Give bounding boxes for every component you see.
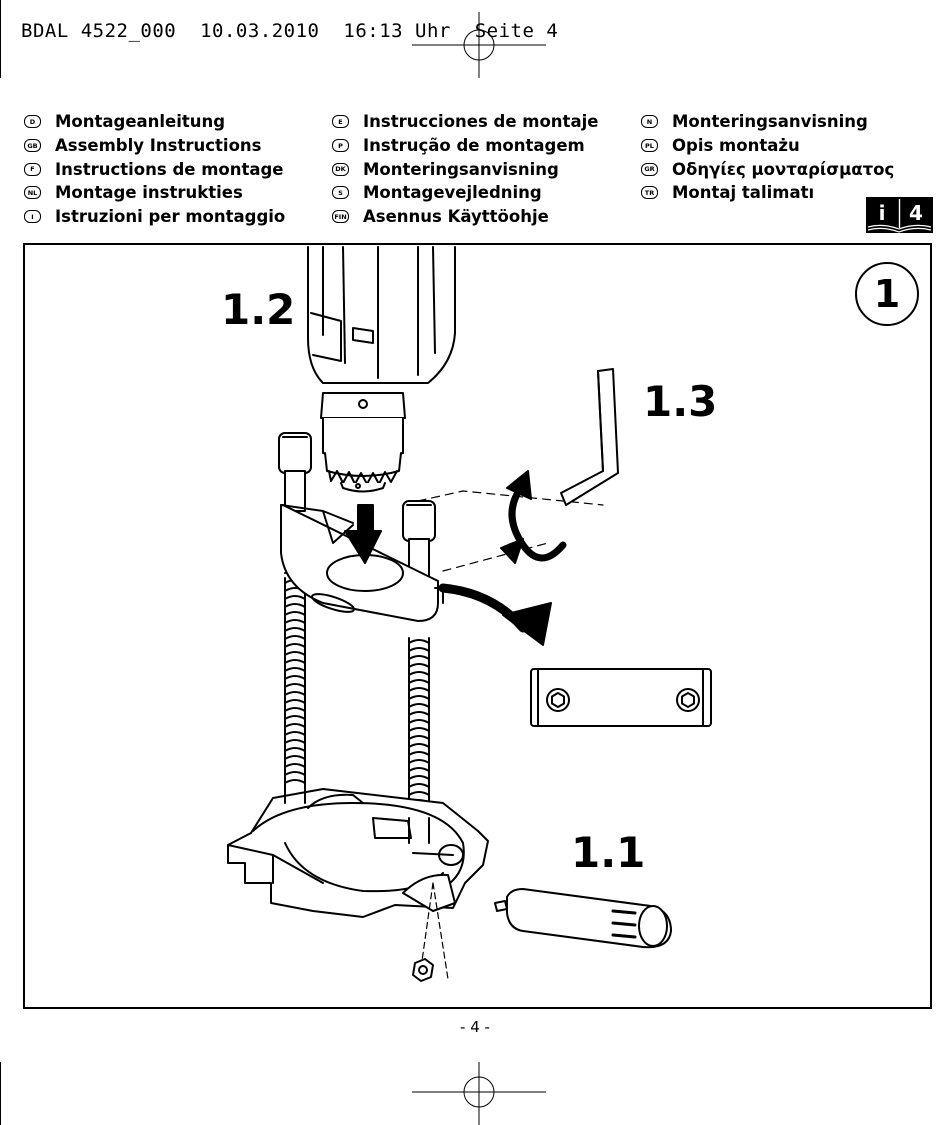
country-badge: I [24, 210, 41, 224]
mounting-plate-icon [530, 668, 712, 727]
print-header: BDAL 4522_000 10.03.2010 16:13 Uhr Seite… [21, 20, 558, 42]
language-list-col-3: N Monteringsanvisning PL Opis montażu GR Οδ… [641, 110, 894, 205]
language-text: Οδηγίες μονταρίσματος [672, 159, 895, 179]
info-book-icon: i 4 [866, 197, 933, 233]
nut-icon [412, 958, 434, 982]
country-badge: FIN [332, 210, 349, 224]
language-item: I Istruzioni per montaggio [24, 205, 285, 229]
language-text: Montagevejledning [363, 183, 542, 203]
language-list-col-1: D Montageanleitung GB Assembly Instruction… [24, 110, 285, 228]
alignment-dashed-line [417, 490, 604, 572]
language-text: Assembly Instructions [55, 136, 262, 156]
language-item: FIN Asennus Käyttöohje [332, 205, 598, 229]
language-item: F Instructions de montage [24, 157, 285, 181]
language-item: P Instrução de montagem [332, 134, 598, 158]
bolt-dashed-line [420, 882, 449, 980]
figure-number-badge: 1 [855, 262, 919, 326]
language-item: GR Οδηγίες μονταρίσματος [641, 157, 894, 181]
country-badge: N [641, 115, 658, 129]
language-item: NL Montage instrukties [24, 181, 285, 205]
language-item: GB Assembly Instructions [24, 134, 285, 158]
label-1-3: 1.3 [643, 377, 718, 426]
country-badge: NL [24, 186, 41, 200]
language-text: Monteringsanvisning [363, 159, 559, 179]
allen-key-icon [560, 368, 619, 506]
country-badge: F [24, 162, 41, 176]
language-text: Montageanleitung [55, 112, 226, 132]
drill-stand-illustration [227, 246, 712, 982]
country-badge: GB [24, 139, 41, 153]
language-text: Asennus Käyttöohje [363, 207, 549, 227]
language-text: Instrução de montagem [363, 136, 585, 156]
language-text: Istruzioni per montaggio [55, 207, 286, 227]
language-list-col-2: E Instrucciones de montaje P Instrução de … [332, 110, 598, 228]
language-item: D Montageanleitung [24, 110, 285, 134]
info-number: 4 [909, 201, 923, 225]
registration-mark-bottom-icon [412, 1062, 546, 1125]
country-badge: PL [641, 139, 658, 153]
language-text: Opis montażu [672, 136, 800, 156]
country-badge: E [332, 115, 349, 129]
language-text: Montaj talimatı [672, 183, 815, 203]
label-1-1: 1.1 [571, 828, 646, 877]
country-badge: S [332, 186, 349, 200]
base-icon [227, 787, 489, 918]
country-badge: TR [641, 186, 658, 200]
registration-mark-top-icon [412, 12, 546, 78]
info-letter: i [879, 201, 886, 225]
label-1-2: 1.2 [221, 285, 296, 334]
print-date: 10.03.2010 [200, 20, 320, 42]
figure-frame [23, 243, 932, 1009]
language-item: PL Opis montażu [641, 134, 894, 158]
language-item: TR Montaj talimatı [641, 181, 894, 205]
country-badge: P [332, 139, 349, 153]
country-badge: DK [332, 162, 349, 176]
language-text: Instructions de montage [55, 159, 284, 179]
doc-code: BDAL 4522_000 [21, 20, 177, 42]
down-arrow-icon [344, 504, 382, 564]
language-text: Instrucciones de montaje [363, 112, 599, 132]
page-number: - 4 - [460, 1018, 490, 1036]
left-thread-icon [284, 577, 306, 789]
right-thread-icon [408, 637, 430, 819]
left-column-icon [278, 432, 312, 576]
crop-mark-left-top [0, 0, 1, 78]
page-label: Seite 4 [474, 20, 559, 42]
language-text: Monteringsanvisning [672, 112, 868, 132]
country-badge: GR [641, 162, 658, 176]
crop-mark-left-bottom [0, 1062, 1, 1125]
language-item: N Monteringsanvisning [641, 110, 894, 134]
drill-body-icon [307, 246, 456, 493]
handle-icon [494, 888, 672, 949]
rotate-arrow-icon [508, 481, 567, 562]
language-item: S Montagevejledning [332, 181, 598, 205]
language-text: Montage instrukties [55, 183, 243, 203]
language-item: E Instrucciones de montaje [332, 110, 598, 134]
language-item: DK Monteringsanvisning [332, 157, 598, 181]
country-badge: D [24, 115, 41, 129]
print-time: 16:13 Uhr [343, 20, 451, 42]
